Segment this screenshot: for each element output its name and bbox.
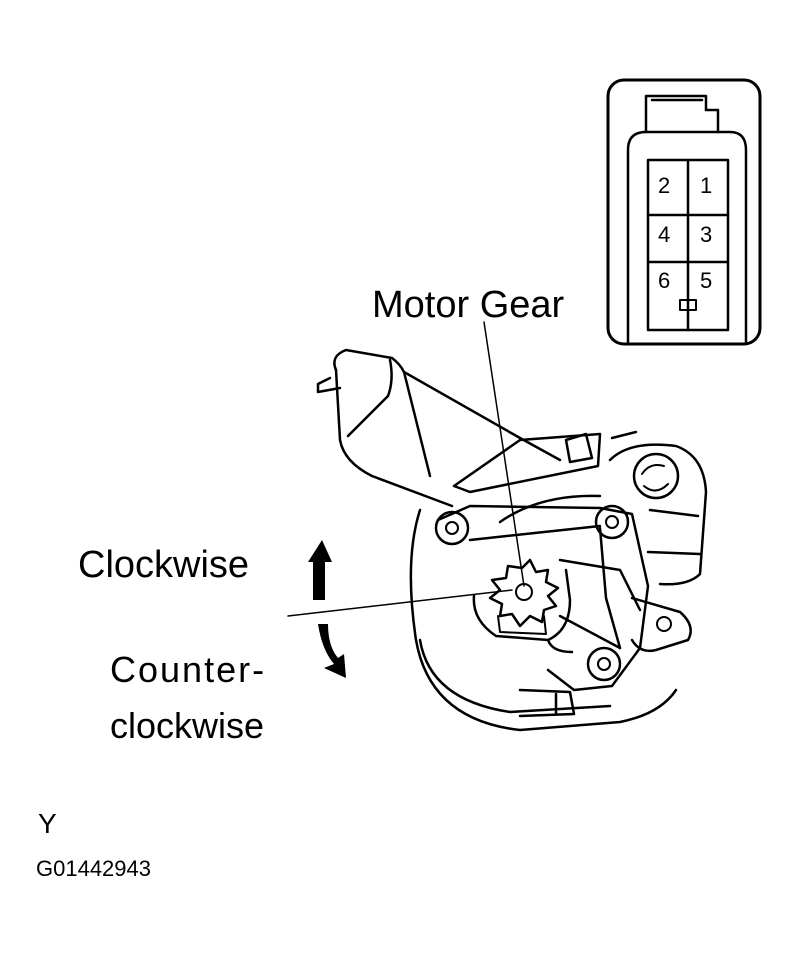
connector-diagram	[606, 78, 762, 346]
connector-pin-4: 4	[658, 222, 671, 247]
connector-pin-2: 2	[658, 173, 671, 198]
counterclockwise-label-line2: clockwise	[110, 705, 265, 746]
motor-gear	[488, 558, 560, 635]
connector-pin-6: 6	[658, 268, 671, 293]
view-letter: Y	[38, 808, 57, 839]
clockwise-label: Clockwise	[78, 544, 250, 586]
gear-rotation-leader-line	[287, 589, 513, 617]
connector-pin-3: 3	[700, 222, 713, 247]
connector-pin-5: 5	[700, 268, 713, 293]
motor-gear-leader-line	[483, 321, 525, 587]
motor-gear-label: Motor Gear	[372, 284, 565, 326]
window-motor	[316, 348, 708, 732]
figure-code: G01442943	[36, 856, 151, 881]
counterclockwise-label-line1: Counter-	[110, 649, 267, 690]
connector-pin-1: 1	[700, 173, 713, 198]
clockwise-arrow	[308, 540, 332, 600]
counterclockwise-arrow	[318, 624, 346, 678]
